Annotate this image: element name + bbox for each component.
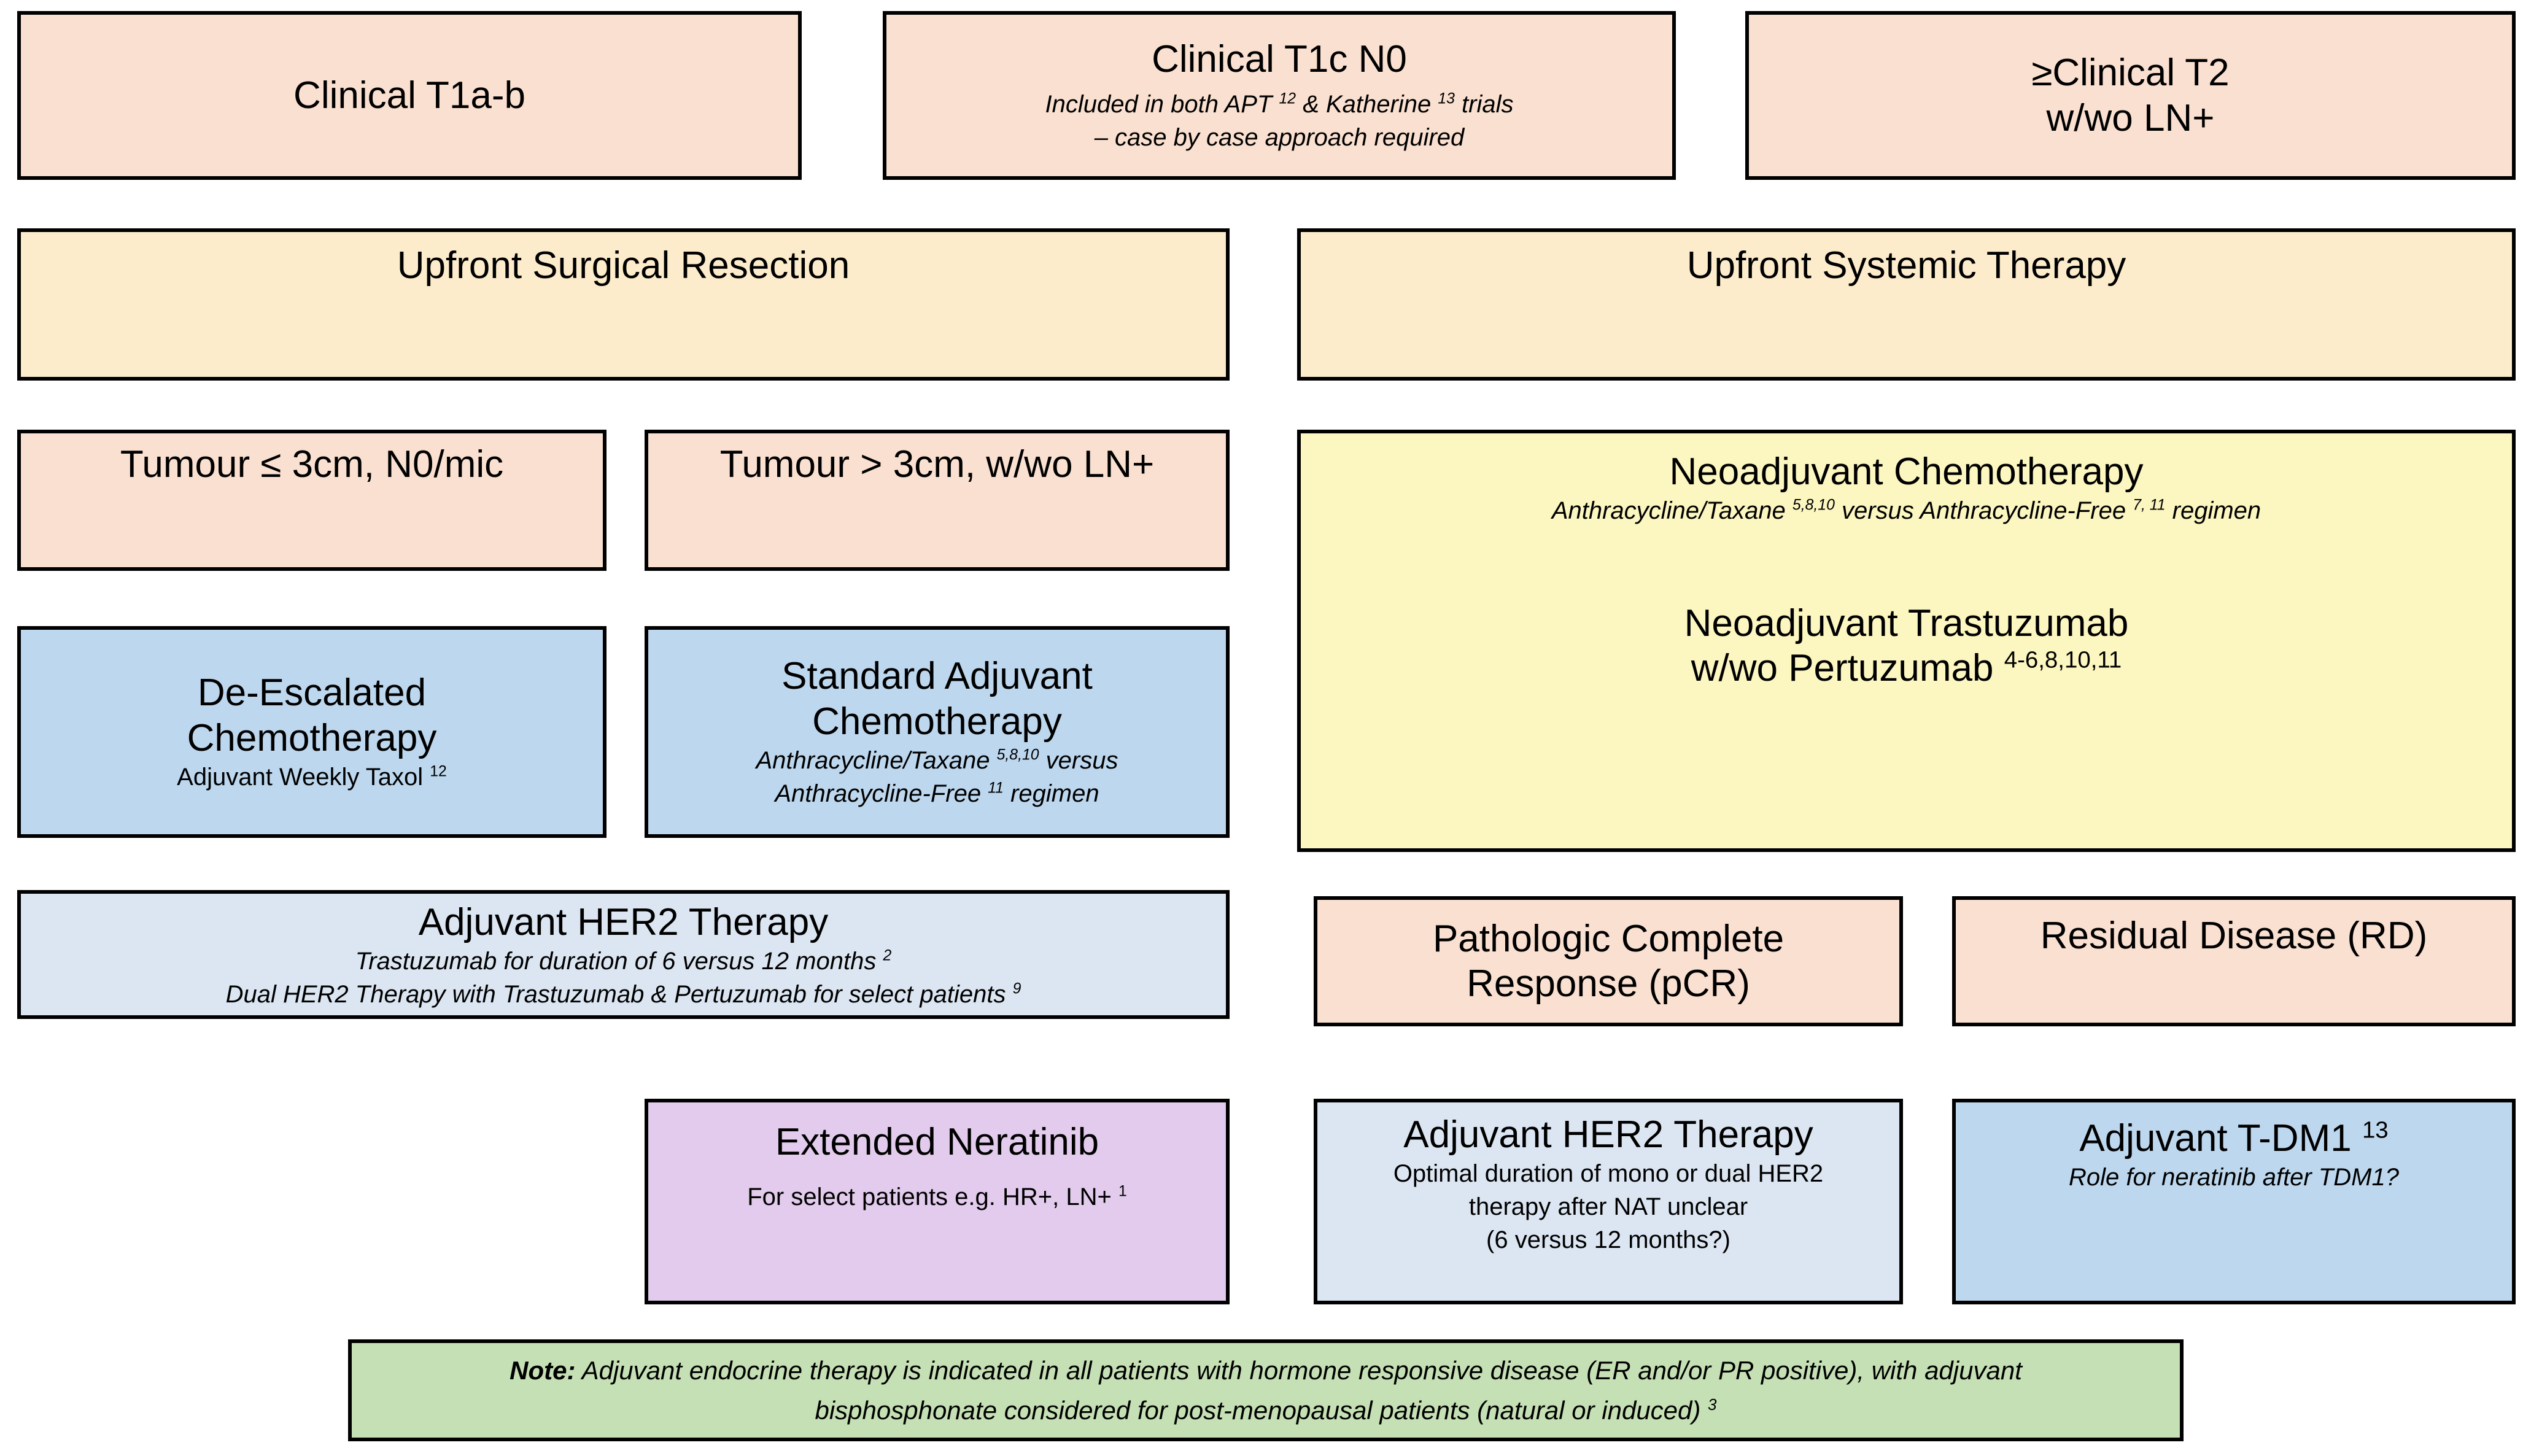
box-extended-neratinib[interactable]: Extended Neratinib For select patients e… (645, 1099, 1230, 1304)
taxol-text: Adjuvant Weekly Taxol (177, 763, 430, 791)
trial-text-c: trials (1454, 91, 1514, 118)
box-clinical-t2-title-line2: w/wo LN+ (2046, 96, 2215, 139)
box-neoadjuvant-therapy[interactable]: Neoadjuvant Chemotherapy Anthracycline/T… (1297, 430, 2516, 852)
ref-11: 11 (988, 780, 1004, 797)
note-line2: bisphosphonate considered for post-menop… (815, 1390, 1716, 1430)
ref-3: 3 (1708, 1395, 1717, 1414)
extended-neratinib-subtitle: For select patients e.g. HR+, LN+ 1 (747, 1180, 1127, 1214)
standard-adjuvant-title-line2: Chemotherapy (812, 700, 1062, 743)
trast-text-a: w/wo Pertuzumab (1691, 647, 2004, 690)
her2-text-b: Dual HER2 Therapy with Trastuzumab & Per… (225, 981, 1013, 1009)
ref-13: 13 (1438, 90, 1455, 107)
box-standard-adjuvant-chemotherapy[interactable]: Standard Adjuvant Chemotherapy Anthracyc… (645, 626, 1230, 838)
box-pathologic-complete-response[interactable]: Pathologic Complete Response (pCR) (1314, 896, 1903, 1026)
box-upfront-systemic-therapy[interactable]: Upfront Systemic Therapy (1297, 228, 2516, 381)
box-clinical-t1c-n0-title: Clinical T1c N0 (1152, 37, 1407, 80)
note-line1: Note: Adjuvant endocrine therapy is indi… (510, 1350, 2022, 1390)
pcr-title-line1: Pathologic Complete (1432, 917, 1785, 960)
box-adjuvant-her2-therapy[interactable]: Adjuvant HER2 Therapy Trastuzumab for du… (17, 890, 1230, 1019)
box-upfront-systemic-therapy-title: Upfront Systemic Therapy (1686, 244, 2126, 287)
box-clinical-t1c-n0-sub-line2: – case by case approach required (1094, 124, 1465, 152)
box-adjuvant-t-dm1[interactable]: Adjuvant T-DM1 13 Role for neratinib aft… (1952, 1099, 2516, 1304)
ref-9: 9 (1012, 980, 1021, 997)
de-escalated-title-line2: Chemotherapy (187, 716, 437, 759)
adjuvant-her2-sub-line1: Trastuzumab for duration of 6 versus 12 … (355, 945, 891, 978)
extended-neratinib-title: Extended Neratinib (775, 1121, 1099, 1163)
adjuvant-tdm1-title: Adjuvant T-DM1 13 (2079, 1116, 2388, 1161)
ref-5-8-10: 5,8,10 (996, 746, 1039, 764)
her2-after-nat-title: Adjuvant HER2 Therapy (1403, 1113, 1813, 1156)
box-tumour-large[interactable]: Tumour > 3cm, w/wo LN+ (645, 430, 1230, 571)
box-upfront-surgical-resection[interactable]: Upfront Surgical Resection (17, 228, 1230, 381)
adjuvant-her2-sub-line2: Dual HER2 Therapy with Trastuzumab & Per… (226, 978, 1021, 1011)
neratinib-text: For select patients e.g. HR+, LN+ (747, 1183, 1118, 1211)
ref-13: 13 (2362, 1117, 2389, 1144)
neo-chemo-text-c: regimen (2165, 497, 2261, 525)
neoadjuvant-trastuzumab-title-line2: w/wo Pertuzumab 4-6,8,10,11 (1691, 646, 2122, 691)
pcr-title-line2: Response (pCR) (1467, 962, 1750, 1005)
trial-text-b: & Katherine (1296, 91, 1438, 118)
residual-disease-title: Residual Disease (RD) (2040, 915, 2428, 957)
box-tumour-small-title: Tumour ≤ 3cm, N0/mic (120, 443, 504, 486)
ref-7-11: 7, 11 (2133, 497, 2166, 514)
box-upfront-surgical-resection-title: Upfront Surgical Resection (397, 244, 850, 287)
box-clinical-t2-title-line1: ≥Clinical T2 (2031, 52, 2230, 95)
standard-adjuvant-sub-line1: Anthracycline/Taxane 5,8,10 versus (756, 744, 1118, 777)
std-text-a: Anthracycline/Taxane (756, 746, 997, 774)
box-clinical-t1c-n0[interactable]: Clinical T1c N0 Included in both APT 12 … (883, 11, 1676, 180)
ref-12: 12 (1279, 90, 1296, 107)
her2-after-nat-sub-line1: Optimal duration of mono or dual HER2 (1393, 1160, 1824, 1188)
standard-adjuvant-sub-line2: Anthracycline-Free 11 regimen (775, 777, 1099, 810)
standard-adjuvant-title-line1: Standard Adjuvant (781, 655, 1093, 698)
box-clinical-t1a-b[interactable]: Clinical T1a-b (17, 11, 802, 180)
box-adjuvant-her2-after-nat[interactable]: Adjuvant HER2 Therapy Optimal duration o… (1314, 1099, 1903, 1304)
ref-5-8-10: 5,8,10 (1792, 497, 1835, 514)
box-tumour-large-title: Tumour > 3cm, w/wo LN+ (719, 443, 1155, 486)
ref-1: 1 (1118, 1183, 1127, 1200)
her2-after-nat-sub-line2: therapy after NAT unclear (1468, 1193, 1748, 1221)
neo-chemo-text-b: versus Anthracycline-Free (1834, 497, 2133, 525)
neoadjuvant-trastuzumab-title-line1: Neoadjuvant Trastuzumab (1684, 602, 2129, 645)
neoadjuvant-chemo-title: Neoadjuvant Chemotherapy (1669, 451, 2144, 493)
adjuvant-her2-title: Adjuvant HER2 Therapy (418, 901, 829, 943)
ref-2: 2 (883, 947, 892, 964)
box-clinical-t2[interactable]: ≥Clinical T2 w/wo LN+ (1745, 11, 2516, 180)
std-text-c: Anthracycline-Free (775, 780, 988, 807)
tdm1-text: Adjuvant T-DM1 (2079, 1117, 2362, 1160)
de-escalated-title-line1: De-Escalated (197, 672, 427, 714)
her2-text-a: Trastuzumab for duration of 6 versus 12 … (355, 948, 883, 975)
neoadjuvant-chemo-subtitle: Anthracycline/Taxane 5,8,10 versus Anthr… (1552, 494, 2261, 527)
ref-12: 12 (430, 763, 447, 780)
box-clinical-t1c-n0-sub-line1: Included in both APT 12 & Katherine 13 t… (1045, 88, 1514, 121)
note-text-b: bisphosphonate considered for post-menop… (815, 1396, 1708, 1425)
box-clinical-t1a-b-title: Clinical T1a-b (293, 74, 525, 117)
std-text-d: regimen (1003, 780, 1099, 807)
box-de-escalated-chemotherapy[interactable]: De-Escalated Chemotherapy Adjuvant Weekl… (17, 626, 607, 838)
neo-chemo-text-a: Anthracycline/Taxane (1551, 497, 1792, 525)
std-text-b: versus (1039, 746, 1118, 774)
box-residual-disease[interactable]: Residual Disease (RD) (1952, 896, 2516, 1026)
box-endocrine-therapy-note[interactable]: Note: Adjuvant endocrine therapy is indi… (348, 1339, 2184, 1441)
ref-4-6-8-10-11: 4-6,8,10,11 (2004, 646, 2122, 673)
trial-text-a: Included in both APT (1045, 91, 1279, 118)
de-escalated-subtitle: Adjuvant Weekly Taxol 12 (177, 761, 447, 794)
box-tumour-small[interactable]: Tumour ≤ 3cm, N0/mic (17, 430, 607, 571)
note-text-a: Adjuvant endocrine therapy is indicated … (575, 1355, 2022, 1385)
note-label: Note: (510, 1355, 576, 1385)
her2-after-nat-sub-line3: (6 versus 12 months?) (1486, 1226, 1730, 1254)
adjuvant-tdm1-subtitle: Role for neratinib after TDM1? (2068, 1164, 2399, 1191)
